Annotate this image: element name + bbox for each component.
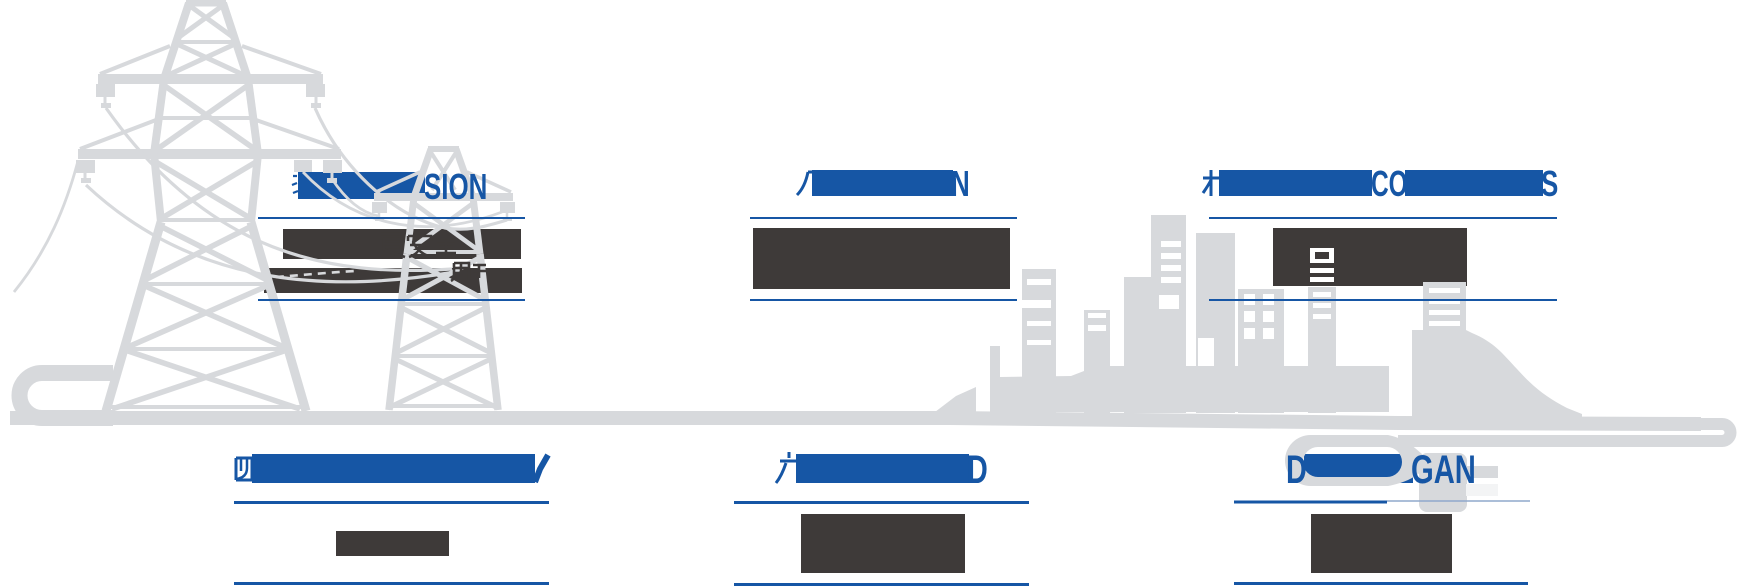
svg-text:SION: SION xyxy=(424,167,487,207)
svg-text:D: D xyxy=(1286,447,1307,492)
svg-text:N: N xyxy=(951,164,970,204)
svg-text:CO: CO xyxy=(1371,163,1408,204)
svg-text:GAN: GAN xyxy=(1411,448,1476,493)
svg-text:S: S xyxy=(1541,164,1558,204)
svg-text:D: D xyxy=(967,447,988,492)
